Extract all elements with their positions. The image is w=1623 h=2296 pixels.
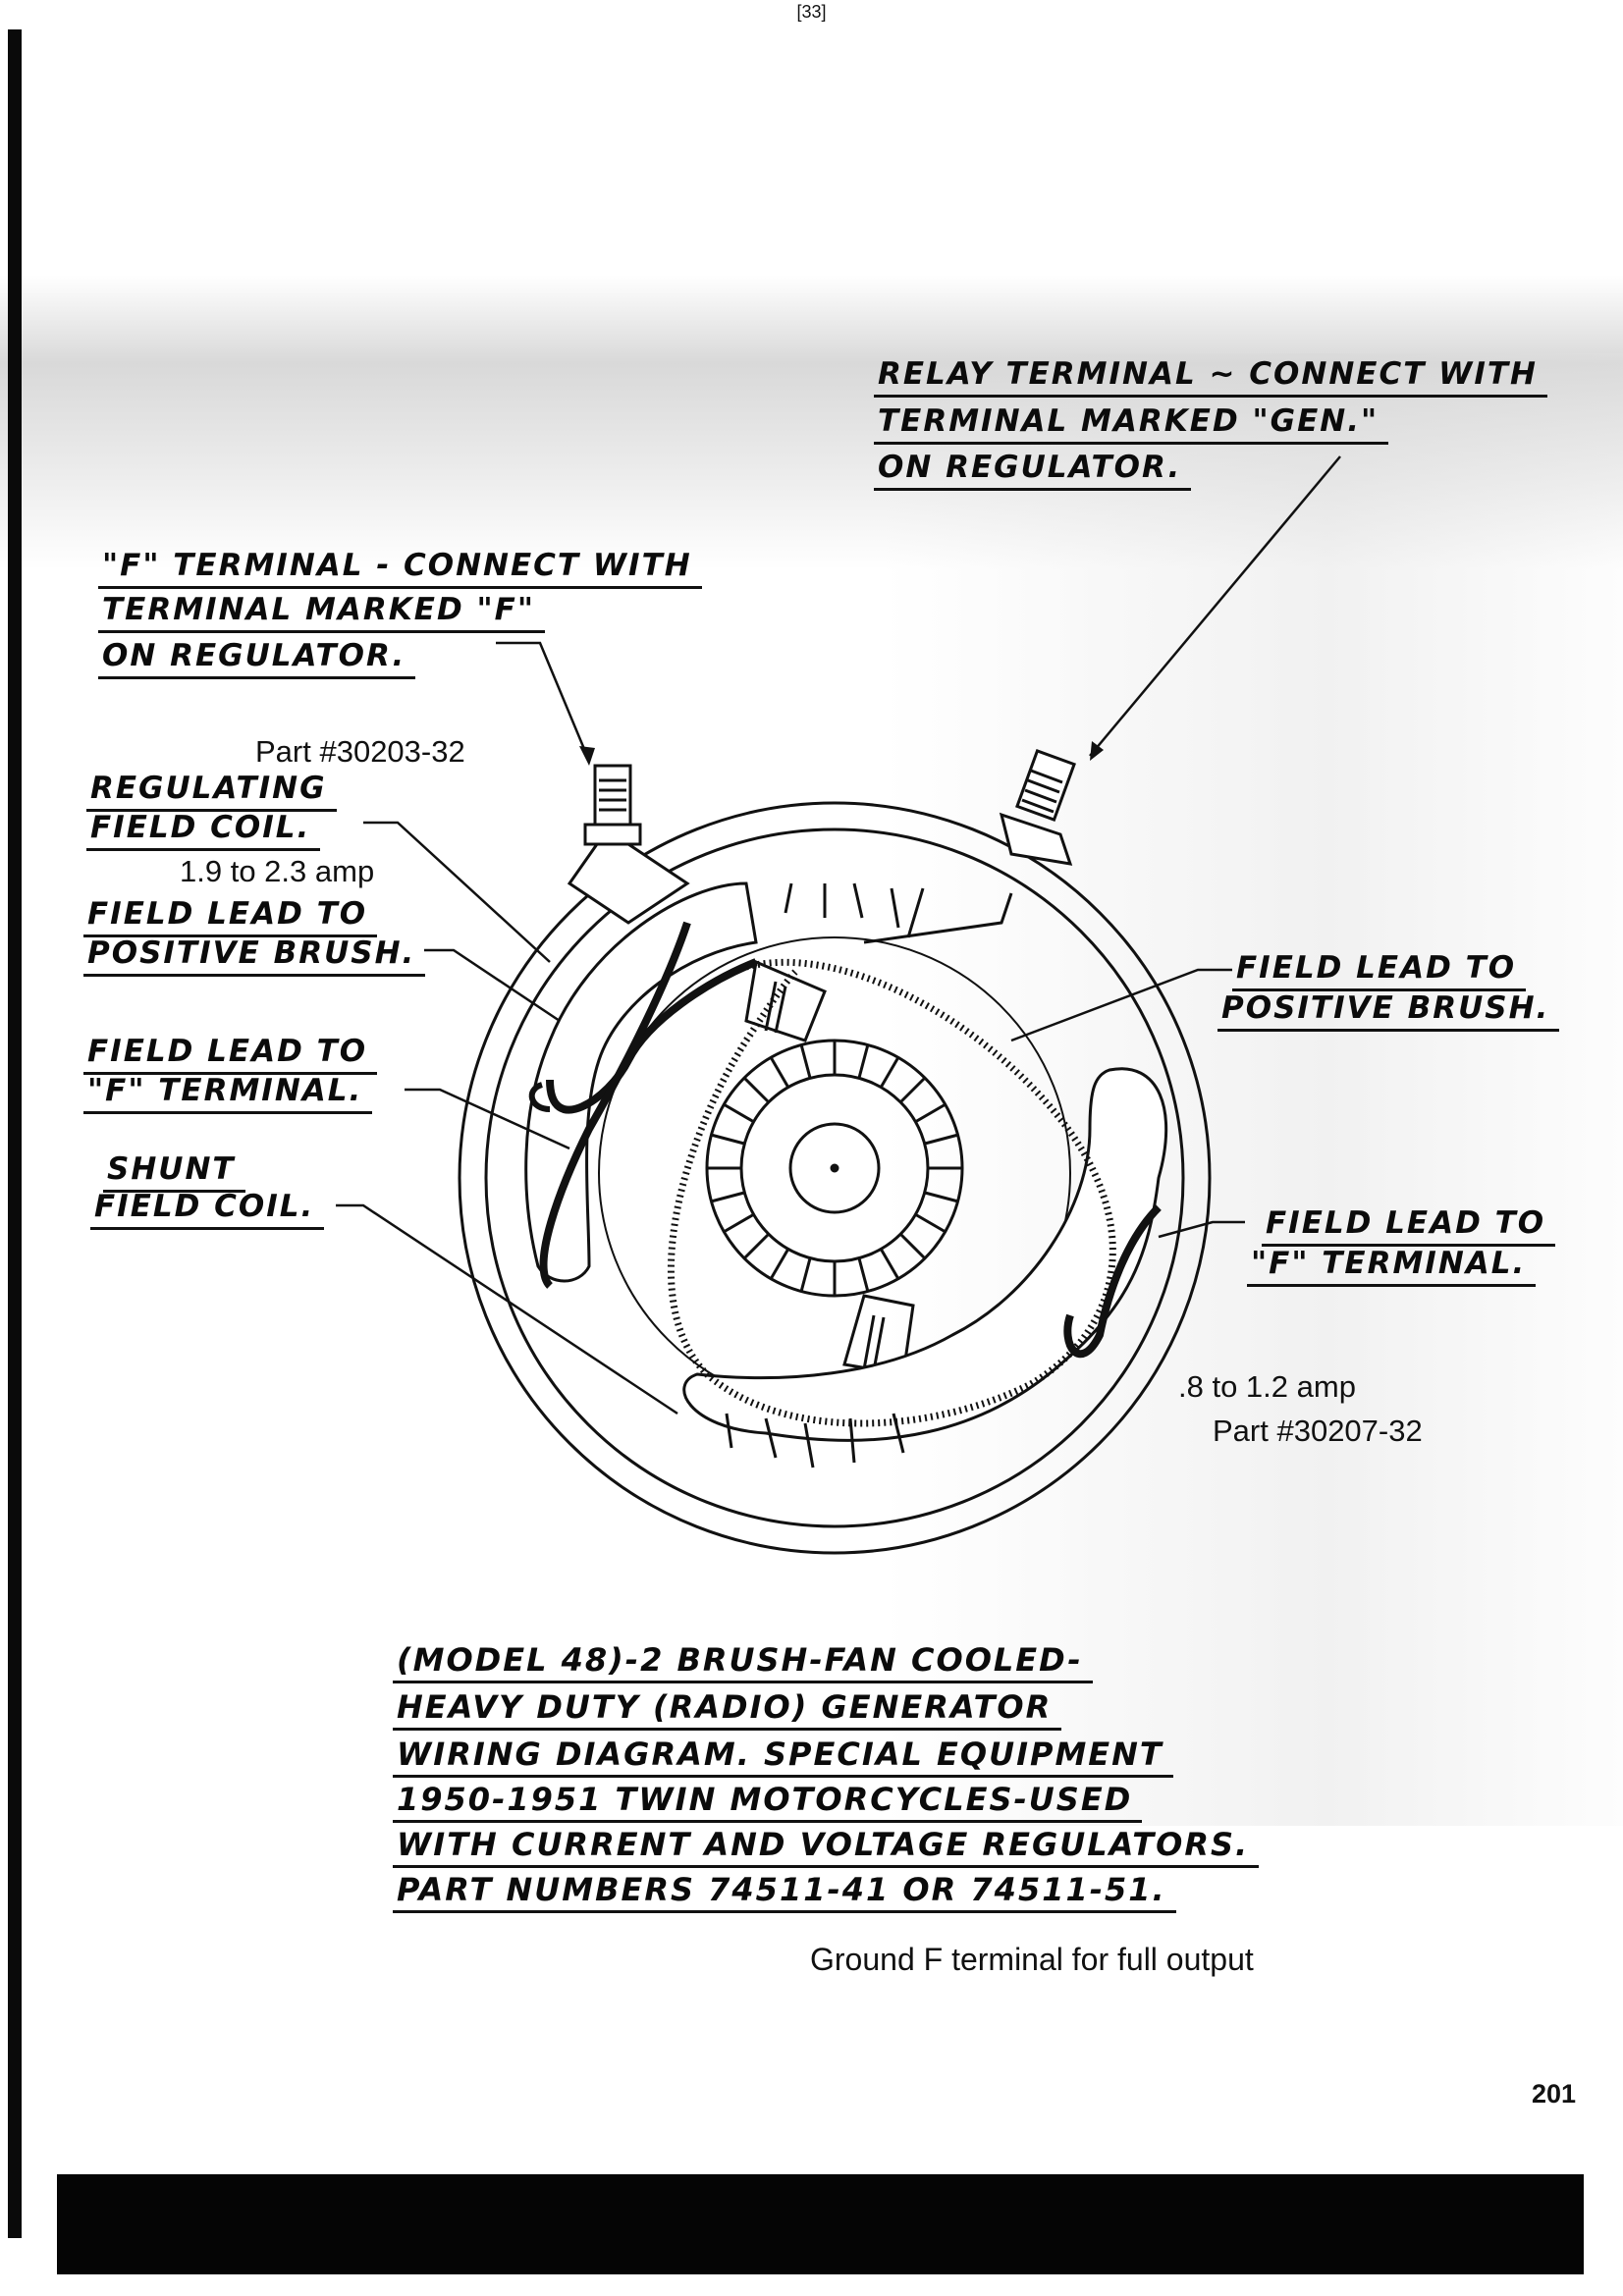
field-lead-f-right-line2: "F" TERMINAL. xyxy=(1247,1243,1537,1287)
field-lead-positive-right-line2: POSITIVE BRUSH. xyxy=(1217,988,1560,1032)
footer-page-number: 201 xyxy=(1532,2079,1577,2109)
generator-frame-inner xyxy=(484,828,1185,1528)
leader-lines xyxy=(336,455,1341,1415)
relay-terminal-label-line3: ON REGULATOR. xyxy=(874,447,1192,491)
caption-line6: PART NUMBERS 74511-41 OR 74511-51. xyxy=(393,1869,1176,1913)
caption-line4: 1950-1951 TWIN MOTORCYCLES-USED xyxy=(393,1779,1143,1823)
coil-windings xyxy=(725,882,925,1468)
field-lead-wires xyxy=(528,892,1162,1427)
amp-rating-shunt: .8 to 1.2 amp xyxy=(1178,1369,1356,1404)
scan-shading-band xyxy=(0,275,1623,569)
field-lead-positive-left-line1: FIELD LEAD TO xyxy=(83,893,378,937)
caption-line1: (MODEL 48)-2 BRUSH-FAN COOLED- xyxy=(393,1639,1093,1683)
relay-terminal-label-line1: RELAY TERMINAL ~ CONNECT WITH xyxy=(874,353,1547,398)
shunt-field-coil xyxy=(682,1067,1168,1442)
brush-holders xyxy=(744,959,915,1376)
scan-shading-right xyxy=(884,353,1623,1826)
f-terminal-post xyxy=(567,764,690,925)
caption-line3: WIRING DIAGRAM. SPECIAL EQUIPMENT xyxy=(393,1734,1173,1778)
scan-bottom-bar xyxy=(57,2174,1584,2274)
leader-arrowheads xyxy=(579,741,1104,766)
header-page-number: [33] xyxy=(796,2,827,22)
scan-left-edge-bar xyxy=(8,29,22,2238)
field-lead-f-left-line2: "F" TERMINAL. xyxy=(83,1070,373,1114)
field-lead-f-right-line1: FIELD LEAD TO xyxy=(1262,1202,1556,1247)
regulating-field-coil-label-line1: REGULATING xyxy=(86,768,337,812)
ground-note: Ground F terminal for full output xyxy=(810,1942,1254,1977)
f-terminal-label-line3: ON REGULATOR. xyxy=(98,635,416,679)
relay-terminal-label-line2: TERMINAL MARKED "GEN." xyxy=(874,400,1389,445)
shaft-center xyxy=(830,1163,839,1173)
field-lead-positive-left-line2: POSITIVE BRUSH. xyxy=(83,933,426,977)
caption-line2: HEAVY DUTY (RADIO) GENERATOR xyxy=(393,1686,1062,1731)
part-number-regulating: Part #30203-32 xyxy=(255,734,465,769)
caption-line5: WITH CURRENT AND VOLTAGE REGULATORS. xyxy=(393,1824,1260,1868)
shunt-field-coil-label-line1: SHUNT xyxy=(103,1148,245,1193)
generator-frame-outer xyxy=(458,801,1212,1555)
relay-terminal-post xyxy=(999,749,1076,866)
f-terminal-label-line1: "F" TERMINAL - CONNECT WITH xyxy=(98,545,702,589)
shunt-field-coil-label-line2: FIELD COIL. xyxy=(90,1186,325,1230)
amp-rating-regulating: 1.9 to 2.3 amp xyxy=(180,854,375,888)
part-number-shunt: Part #30207-32 xyxy=(1213,1414,1423,1448)
field-lead-f-left-line1: FIELD LEAD TO xyxy=(83,1031,378,1075)
regulating-field-coil-label-line2: FIELD COIL. xyxy=(86,807,321,851)
regulating-field-coil xyxy=(524,881,758,1283)
f-terminal-label-line2: TERMINAL MARKED "F" xyxy=(98,589,545,633)
armature-shaft xyxy=(788,1122,881,1214)
commutator-segments xyxy=(707,1041,962,1296)
field-lead-positive-right-line1: FIELD LEAD TO xyxy=(1232,947,1527,991)
